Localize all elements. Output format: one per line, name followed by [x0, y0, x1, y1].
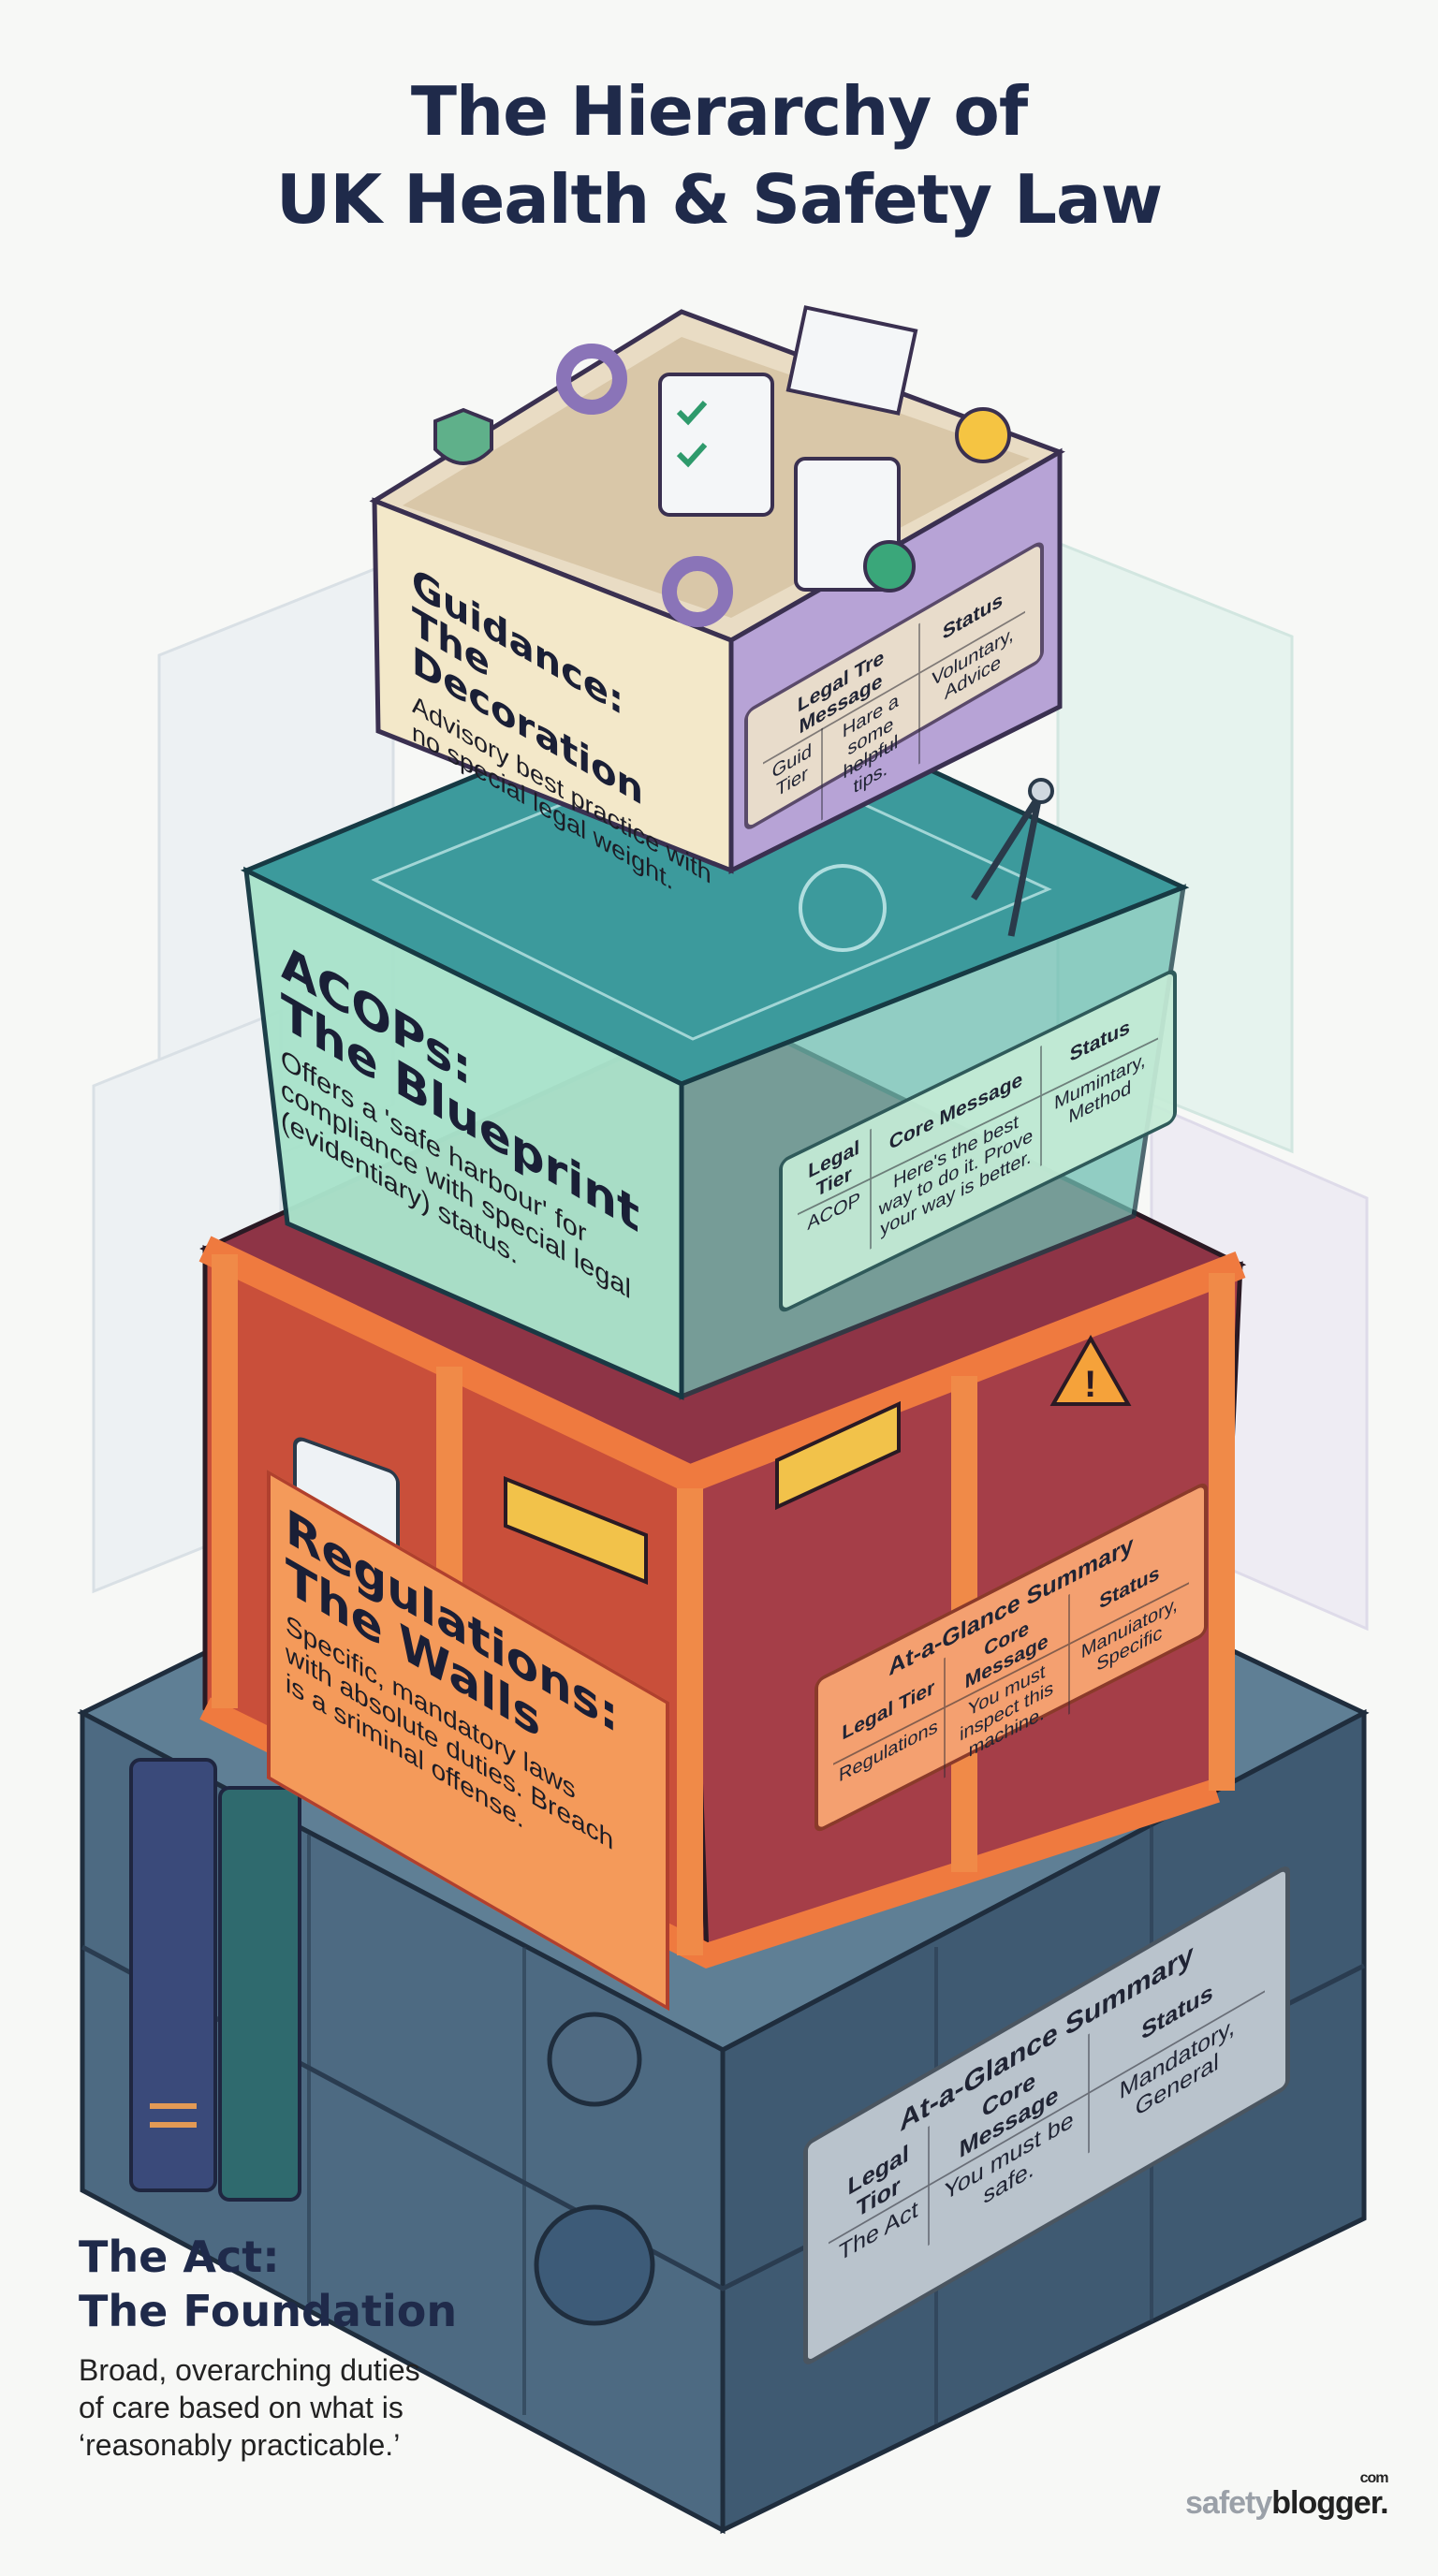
act-description: Broad, overarching duties of care based …	[79, 2351, 420, 2464]
barrier-icon	[504, 1400, 901, 1585]
gear-icon	[556, 344, 627, 415]
image-document-icon	[785, 305, 918, 416]
lightbulb-icon	[955, 407, 1011, 463]
logo-part: com	[1359, 2470, 1389, 2486]
act-heading-1: The Act:	[79, 2232, 280, 2282]
logo-part: safety	[1185, 2485, 1272, 2521]
compass-icon	[971, 778, 1054, 937]
shield-icon	[433, 407, 493, 465]
act-body-line: Broad, overarching duties	[79, 2353, 420, 2387]
title-line-2: UK Health & Safety Law	[275, 160, 1163, 239]
warning-sign-icon: !	[1049, 1334, 1132, 1406]
safetyblogger-logo: safetyblogger.com	[1185, 2470, 1389, 2522]
act-label: The Act: The Foundation	[79, 2230, 457, 2338]
checklist-icon	[658, 373, 774, 517]
svg-text:!: !	[1084, 1364, 1096, 1405]
act-heading-2: The Foundation	[79, 2286, 458, 2336]
title-line-1: The Hierarchy of	[410, 72, 1028, 151]
seal-icon	[534, 2012, 655, 2326]
books-icon	[129, 1758, 301, 2202]
guidance-icons	[433, 305, 1011, 627]
act-body-line: of care based on what is	[79, 2391, 404, 2424]
act-body-line: ‘reasonably practicable.’	[79, 2428, 401, 2462]
page-title: The Hierarchy of UK Health & Safety Law	[0, 67, 1438, 243]
logo-part: blogger.	[1271, 2485, 1388, 2521]
check-badge-icon	[863, 540, 916, 593]
